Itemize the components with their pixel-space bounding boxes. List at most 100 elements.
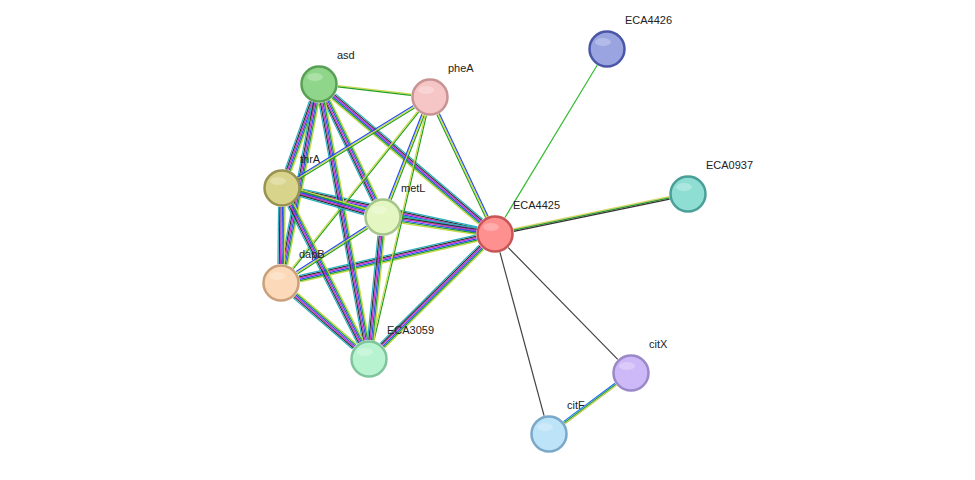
evidence-line <box>277 207 279 264</box>
node-gloss <box>270 177 286 185</box>
evidence-line <box>505 65 597 217</box>
evidence-line <box>439 114 488 217</box>
protein-node: citX <box>612 354 650 392</box>
node-disc <box>614 356 649 391</box>
node-gloss <box>307 73 323 81</box>
evidence-line <box>301 191 365 210</box>
node-disc <box>590 32 625 67</box>
node-disc <box>671 177 706 212</box>
evidence-line <box>299 108 415 179</box>
evidence-line <box>381 246 480 344</box>
evidence-line <box>402 217 476 228</box>
node-gloss <box>595 38 611 46</box>
evidence-line <box>296 295 355 346</box>
node-gloss <box>619 362 635 370</box>
evidence-line <box>300 195 364 214</box>
node-disc <box>413 80 448 115</box>
evidence-line <box>438 114 487 217</box>
interaction-edge <box>338 86 411 96</box>
protein-label: pheA <box>448 62 474 75</box>
protein-label: thrA <box>300 153 320 166</box>
node-disc <box>366 200 401 235</box>
evidence-line <box>369 236 379 340</box>
protein-label: ECA3059 <box>387 324 434 337</box>
interaction-edge <box>563 383 616 423</box>
evidence-line <box>338 87 411 96</box>
evidence-line <box>383 248 482 346</box>
evidence-line <box>565 385 617 423</box>
protein-label: citX <box>649 338 667 351</box>
evidence-line <box>295 296 354 347</box>
evidence-line <box>437 115 486 218</box>
evidence-line <box>294 297 353 348</box>
evidence-line <box>300 194 364 213</box>
evidence-line <box>382 247 481 345</box>
protein-node: citF <box>530 415 568 453</box>
evidence-line <box>384 249 483 347</box>
node-circle <box>350 340 388 378</box>
node-gloss <box>676 183 692 191</box>
node-circle <box>262 264 300 302</box>
interaction-edge <box>368 236 385 341</box>
protein-node: ECA4426 <box>588 30 626 68</box>
interaction-edge <box>278 207 285 264</box>
evidence-line <box>298 228 368 273</box>
evidence-line <box>299 196 363 215</box>
node-circle <box>411 78 449 116</box>
node-circle <box>476 215 514 253</box>
protein-node: metL <box>364 198 402 236</box>
protein-node: ECA3059 <box>350 340 388 378</box>
interaction-edge <box>513 197 669 232</box>
protein-label: dapB <box>299 248 325 261</box>
node-circle <box>300 65 338 103</box>
node-circle <box>612 354 650 392</box>
interaction-edge <box>380 245 484 348</box>
node-circle <box>530 415 568 453</box>
evidence-line <box>380 245 479 343</box>
node-disc <box>532 417 567 452</box>
evidence-line <box>297 227 367 272</box>
node-disc <box>264 266 299 301</box>
node-disc <box>352 342 387 377</box>
evidence-line <box>325 102 373 201</box>
protein-label: asd <box>337 49 355 62</box>
evidence-line <box>280 207 282 264</box>
protein-label: ECA0937 <box>706 159 753 172</box>
evidence-line <box>298 107 414 178</box>
protein-label: ECA4425 <box>513 199 560 212</box>
protein-node: asd <box>300 65 338 103</box>
protein-label: citF <box>567 399 585 412</box>
protein-node: ECA0937 <box>669 175 707 213</box>
evidence-line <box>283 207 285 264</box>
evidence-line <box>370 236 380 340</box>
evidence-line <box>297 294 356 345</box>
evidence-line <box>402 219 476 230</box>
protein-node: ECA4425 <box>476 215 514 253</box>
evidence-line <box>514 198 670 230</box>
node-circle <box>588 30 626 68</box>
protein-label: metL <box>401 182 425 195</box>
node-disc <box>302 67 337 102</box>
interaction-edge <box>500 252 544 415</box>
evidence-line <box>284 207 286 264</box>
interaction-edge <box>505 65 597 217</box>
node-gloss <box>537 423 553 431</box>
protein-node: dapB <box>262 264 300 302</box>
interaction-edge <box>437 114 488 218</box>
evidence-line <box>500 252 544 415</box>
node-gloss <box>371 206 387 214</box>
interaction-edge <box>299 190 365 215</box>
protein-node: pheA <box>411 78 449 116</box>
evidence-line <box>513 197 669 229</box>
node-disc <box>265 171 300 206</box>
evidence-line <box>281 207 283 264</box>
node-gloss <box>483 223 499 231</box>
node-disc <box>478 217 513 252</box>
evidence-line <box>279 207 281 264</box>
evidence-line <box>338 86 411 95</box>
evidence-line <box>385 250 484 348</box>
node-gloss <box>269 272 285 280</box>
node-circle <box>364 198 402 236</box>
node-circle <box>669 175 707 213</box>
